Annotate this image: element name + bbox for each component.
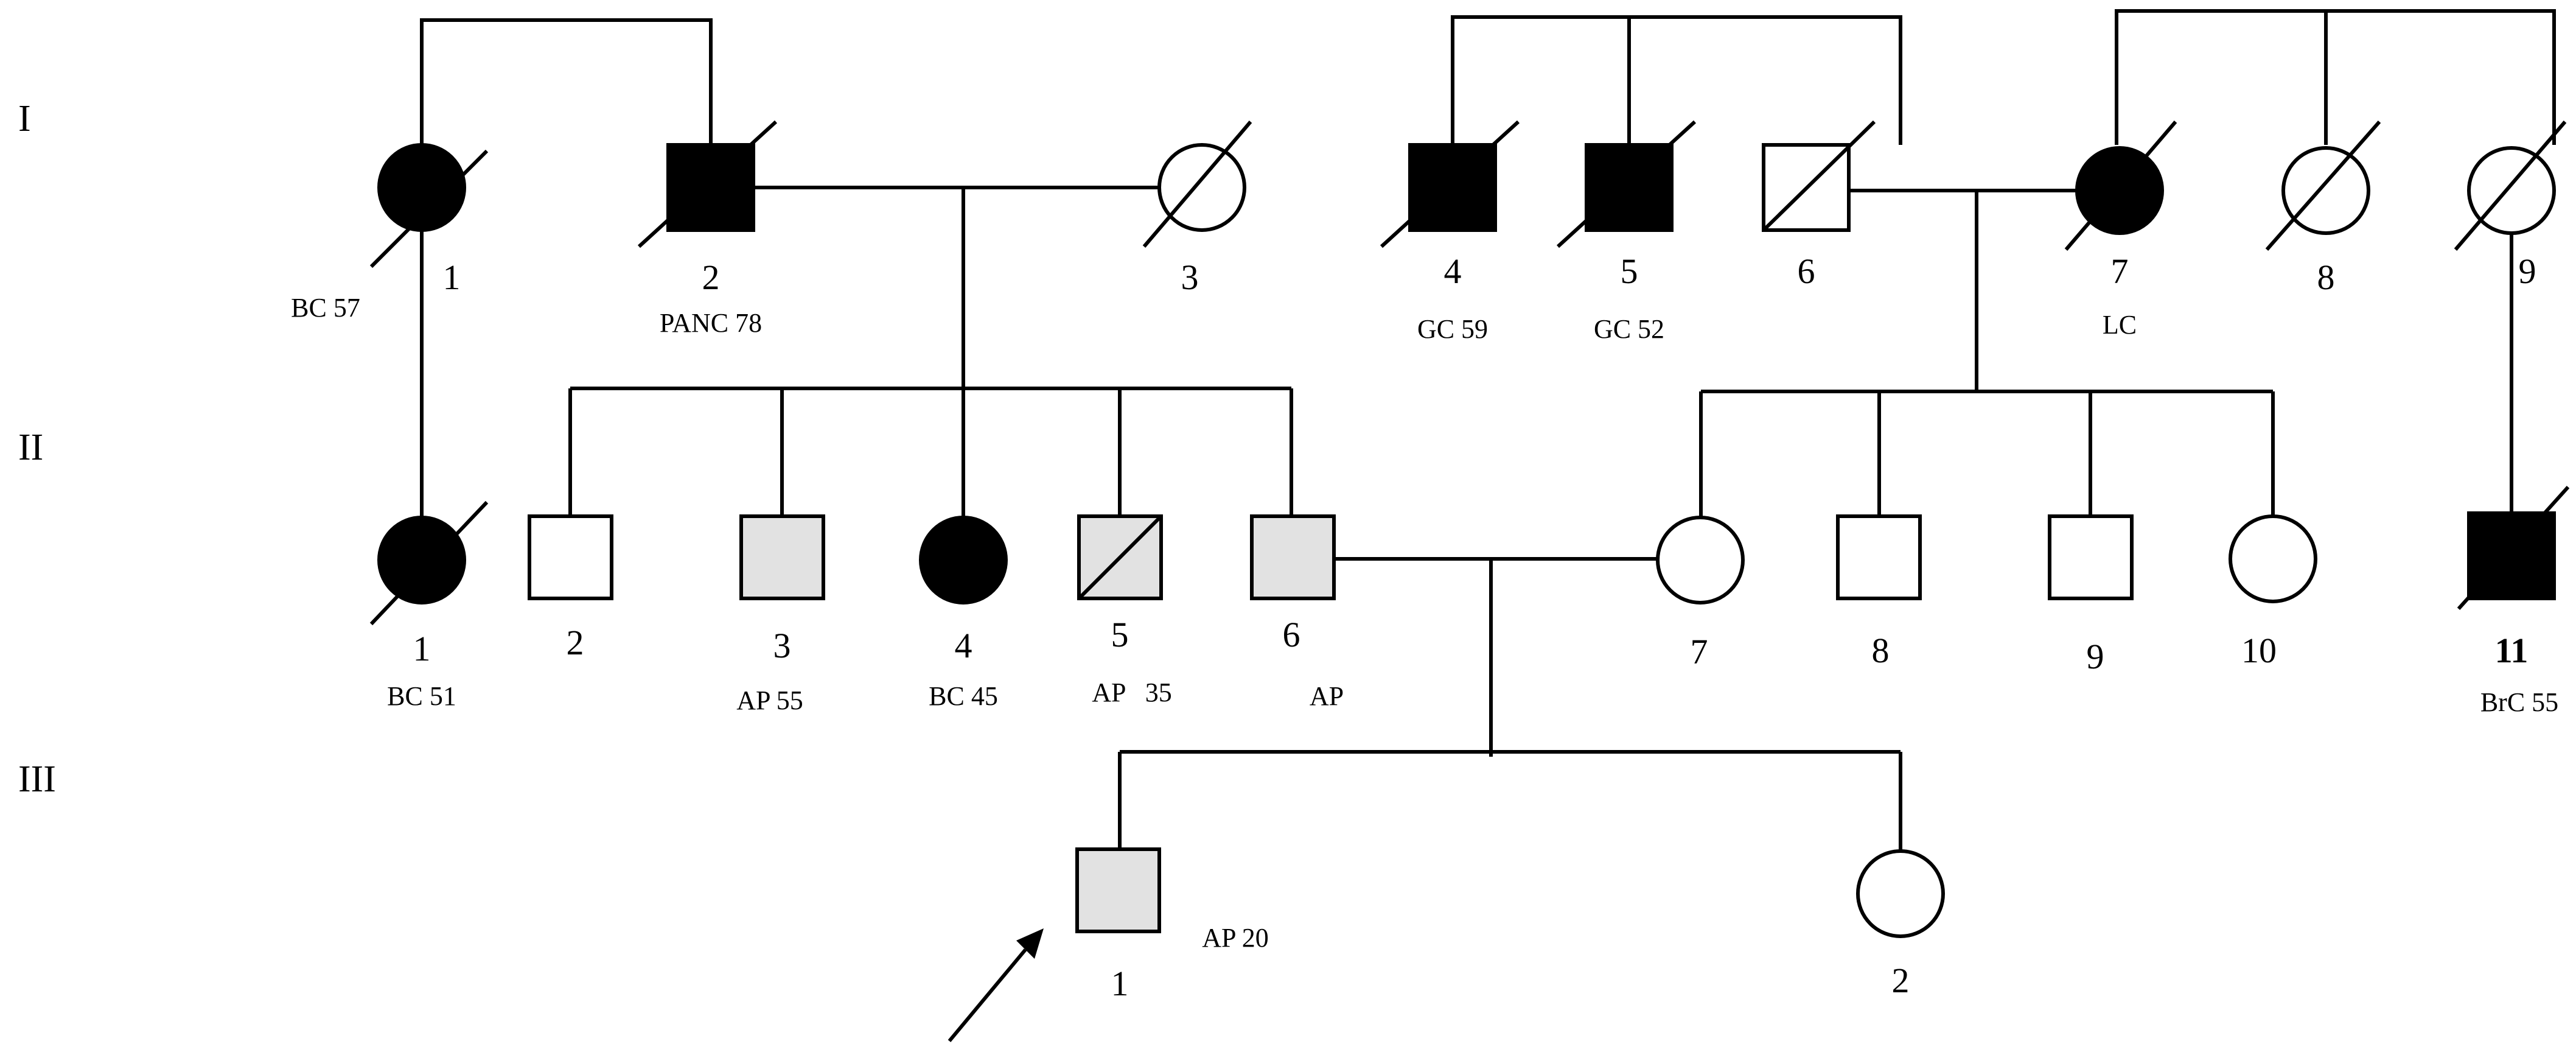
individual-ii-3: 3 AP 55 xyxy=(736,514,825,715)
individual-ii-7: 7 xyxy=(1656,516,1745,671)
generation-label-i: I xyxy=(18,98,31,139)
individual-iii-2: 2 xyxy=(1856,849,1945,1000)
individual-i-6: 6 xyxy=(1762,120,1876,291)
individual-number: 5 xyxy=(1621,251,1638,291)
individual-number: 10 xyxy=(2241,631,2277,670)
female-unaffected-symbol xyxy=(1656,516,1745,605)
deceased-slash xyxy=(1380,120,1520,248)
female-affected-symbol xyxy=(377,143,466,232)
male-unaffected-symbol xyxy=(528,514,613,600)
male-affected-symbol xyxy=(666,143,755,232)
individual-i-8: 8 xyxy=(2265,121,2381,297)
deceased-slash xyxy=(637,120,778,248)
female-affected-symbol xyxy=(377,516,466,605)
individual-annotation: AP 20 xyxy=(1202,923,1269,953)
proband-arrow xyxy=(948,928,1044,1042)
deceased-slash xyxy=(1142,121,1252,248)
deceased-slash xyxy=(369,500,489,626)
individual-number: 9 xyxy=(2087,637,2104,676)
individual-i-1: 1 BC 57 xyxy=(291,143,489,323)
individual-number: 2 xyxy=(702,258,720,297)
individual-annotation: AP 55 xyxy=(736,685,803,715)
male-unaffected-symbol xyxy=(2048,514,2134,600)
individual-number: 3 xyxy=(773,626,791,665)
generation-label-ii: II xyxy=(18,427,43,468)
individual-number: 7 xyxy=(2111,251,2129,291)
female-unaffected-symbol xyxy=(2281,146,2370,235)
deceased-slash xyxy=(2454,121,2567,251)
individual-annotation: BC 51 xyxy=(387,681,456,711)
individual-number: 1 xyxy=(1111,964,1129,1003)
pedigree-lines xyxy=(420,9,2556,863)
individual-annotation: GC 59 xyxy=(1417,314,1488,344)
female-unaffected-symbol xyxy=(1157,143,1246,232)
individual-number: 8 xyxy=(1872,631,1890,670)
individual-i-7: 7 LC xyxy=(2064,121,2177,340)
deceased-slash xyxy=(2265,121,2381,251)
individual-ii-11: 11 BrC 55 xyxy=(2457,485,2570,717)
individual-iii-1: 1 AP 20 xyxy=(1075,847,1269,1003)
individual-annotation: AP xyxy=(1310,681,1344,711)
individual-number: 6 xyxy=(1283,615,1300,654)
individual-number: 2 xyxy=(567,623,584,662)
male-affected-symbol xyxy=(1408,143,1497,232)
individual-ii-8: 8 xyxy=(1836,514,1922,670)
individual-annotation: PANC 78 xyxy=(660,308,762,338)
individual-annotation: LC xyxy=(2103,310,2137,340)
individual-annotation: BrC 55 xyxy=(2480,687,2558,717)
individual-i-4: 4 GC 59 xyxy=(1380,120,1520,344)
individual-number: 11 xyxy=(2495,631,2529,670)
individual-ii-1: 1 BC 51 xyxy=(369,500,489,711)
individual-number: 2 xyxy=(1892,961,1910,1000)
individual-annotation: AP 35 xyxy=(1092,678,1172,707)
individual-number: 5 xyxy=(1111,615,1129,654)
individual-number: 1 xyxy=(443,258,461,297)
generation-label-iii: III xyxy=(18,759,56,800)
male-affected-symbol xyxy=(1585,143,1674,232)
individual-ii-9: 9 xyxy=(2048,514,2134,676)
individual-i-3: 3 xyxy=(1142,121,1252,297)
deceased-slash xyxy=(2064,121,2177,251)
individual-number: 7 xyxy=(1691,632,1708,671)
individual-annotation: GC 52 xyxy=(1594,314,1664,344)
individual-annotation: BC 57 xyxy=(291,293,360,323)
individual-number: 1 xyxy=(413,629,431,668)
individual-ii-2: 2 xyxy=(528,514,613,662)
individual-ii-6: 6 AP xyxy=(1250,514,1344,711)
deceased-slash xyxy=(369,149,489,268)
individual-number: 9 xyxy=(2519,251,2536,291)
individual-ii-4: 4 BC 45 xyxy=(919,516,1008,711)
male-ap-symbol xyxy=(739,514,825,600)
male-ap-symbol xyxy=(1250,514,1336,600)
individual-number: 4 xyxy=(955,626,972,665)
deceased-slash xyxy=(1762,120,1876,232)
individual-ii-10: 10 xyxy=(2229,514,2317,670)
individual-number: 8 xyxy=(2317,258,2335,297)
individual-number: 6 xyxy=(1798,251,1815,291)
individual-i-2: 2 PANC 78 xyxy=(637,120,778,338)
deceased-slash xyxy=(2457,485,2570,611)
individual-ii-5: 5 AP 35 xyxy=(1077,514,1172,707)
male-unaffected-symbol xyxy=(1836,514,1922,600)
female-unaffected-symbol xyxy=(2229,514,2317,603)
individual-number: 4 xyxy=(1444,251,1462,291)
female-affected-symbol xyxy=(919,516,1008,605)
individual-annotation: BC 45 xyxy=(929,681,998,711)
individual-number: 3 xyxy=(1181,258,1199,297)
deceased-slash xyxy=(1077,514,1163,600)
male-ap-symbol xyxy=(1075,847,1161,933)
female-unaffected-symbol xyxy=(1856,849,1945,938)
individual-i-5: 5 GC 52 xyxy=(1556,120,1697,344)
deceased-slash xyxy=(1556,120,1697,248)
proband-arrowhead xyxy=(1016,928,1044,959)
individual-i-9: 9 xyxy=(2454,121,2567,291)
